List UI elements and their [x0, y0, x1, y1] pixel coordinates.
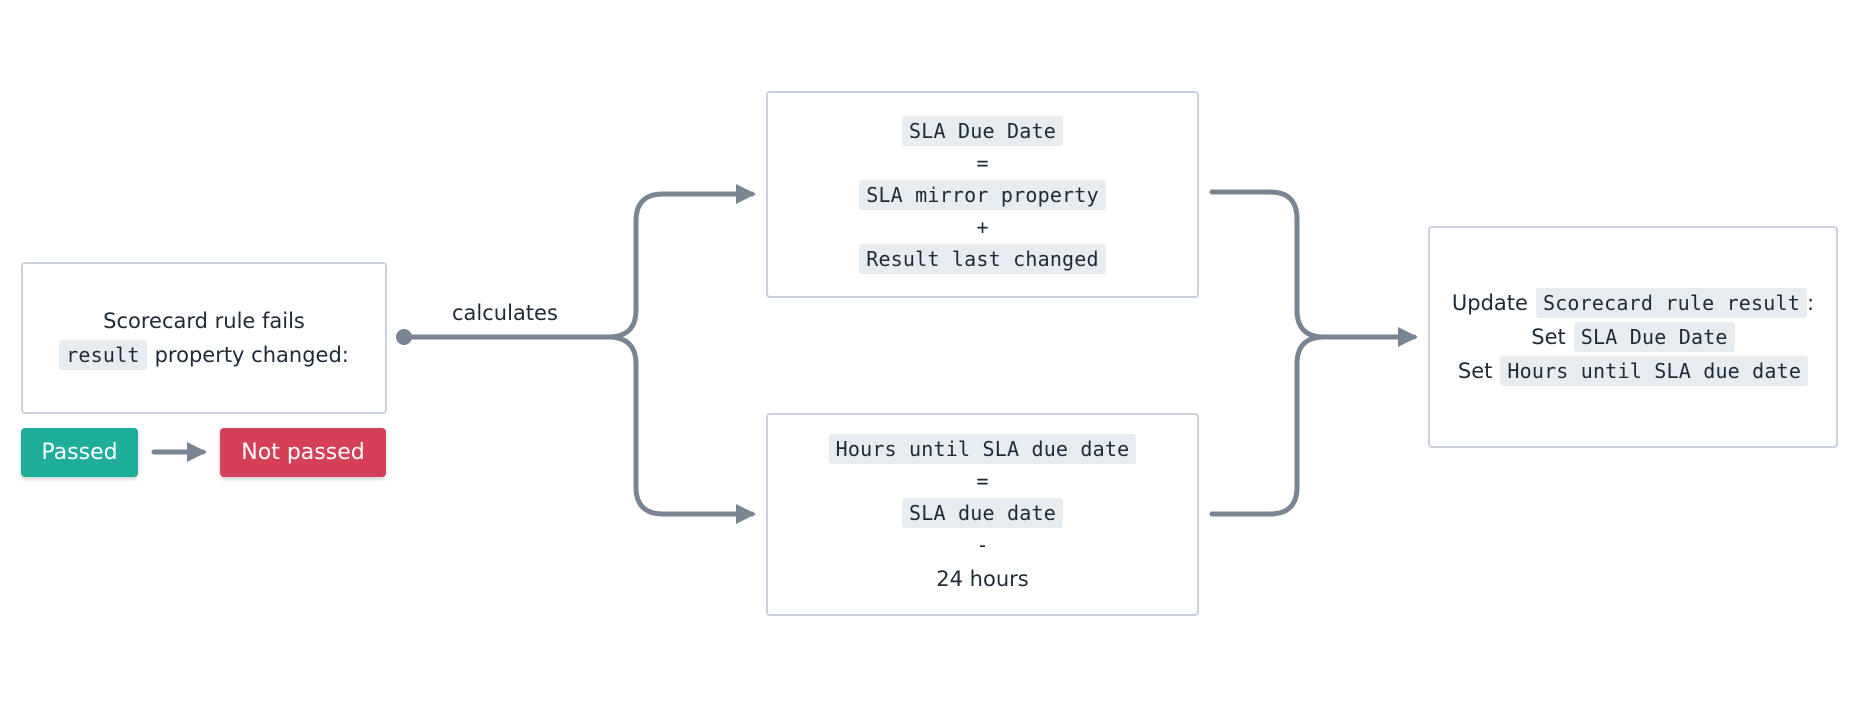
trigger-title: Scorecard rule fails [103, 309, 305, 333]
update-line-2: Set SLA Due Date [1531, 320, 1735, 354]
due-date-operand-2: Result last changed [859, 243, 1106, 274]
hours-until-due-code: Hours until SLA due date [1500, 356, 1809, 386]
update-result-box: Update Scorecard rule result : Set SLA D… [1428, 226, 1838, 448]
update-line-1-text: Update [1451, 291, 1528, 315]
connector-merge-upper [1209, 189, 1327, 340]
due-date-target: SLA Due Date [902, 115, 1063, 146]
update-line-3-text: Set [1457, 359, 1493, 383]
connector-branch-lower [605, 334, 756, 524]
update-line-3: Set Hours until SLA due date [1457, 354, 1809, 388]
update-line-2-text: Set [1531, 325, 1566, 349]
calculates-label: calculates [452, 301, 558, 325]
sla-due-date-code: SLA Due Date [1573, 322, 1735, 352]
update-line-1: Update Scorecard rule result : [1452, 286, 1814, 320]
update-line-1-suffix: : [1807, 291, 1815, 315]
hours-operand-1: SLA due date [902, 497, 1063, 528]
due-date-equals: = [976, 150, 989, 175]
trigger-box: Scorecard rule fails result property cha… [21, 262, 387, 414]
hours-equals: = [976, 468, 989, 493]
due-date-operator: + [976, 214, 989, 239]
due-date-operand-1: SLA mirror property [859, 179, 1106, 210]
connector-branch-upper [605, 184, 756, 340]
hours-operand-2: 24 hours [936, 566, 1029, 591]
trigger-line-2-text: property changed: [154, 343, 349, 367]
passed-badge: Passed [21, 428, 138, 477]
connector-merge-lower [1209, 334, 1327, 517]
hours-until-due-box: Hours until SLA due date = SLA due date … [766, 413, 1199, 616]
hours-operator: - [976, 532, 989, 557]
trigger-line-2: result property changed: [59, 338, 349, 372]
scorecard-rule-result-code: Scorecard rule result [1535, 288, 1808, 318]
sla-due-date-box: SLA Due Date = SLA mirror property + Res… [766, 91, 1199, 298]
trigger-line-1: Scorecard rule fails [103, 304, 305, 338]
result-property-code: result [59, 340, 147, 370]
not-passed-badge: Not passed [220, 428, 386, 477]
hours-target: Hours until SLA due date [828, 433, 1137, 464]
